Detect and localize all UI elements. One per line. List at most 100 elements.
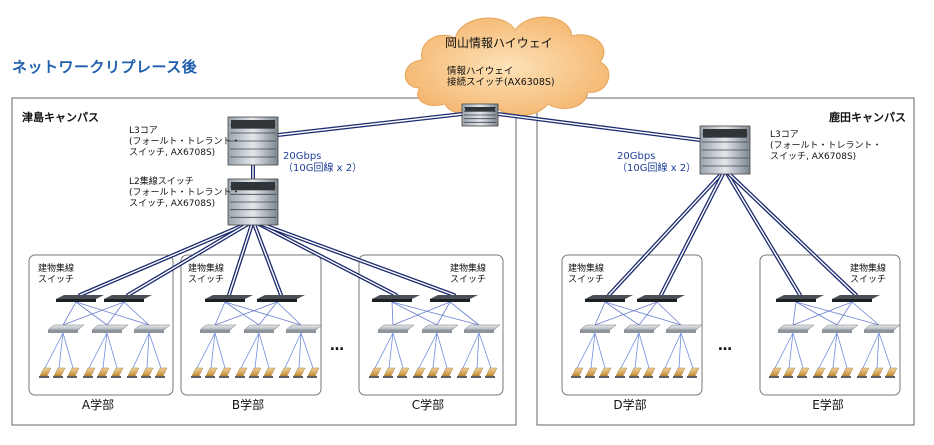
faculty-a-edge-switch [133, 324, 171, 333]
devices [39, 103, 901, 378]
faculty-b-edge-switch [199, 324, 237, 333]
faculty-a-pc [127, 367, 140, 378]
faculty-b-pc [263, 367, 276, 378]
faculty-c-pc-link [432, 332, 438, 369]
faculty-b-pc [235, 367, 248, 378]
fiber-link-aggregate-building [78, 219, 255, 297]
fiber-link-aggregate-building [227, 219, 255, 297]
faculty-label-b: B学部 [231, 398, 265, 412]
faculty-a-uplink [75, 301, 150, 326]
faculty-b-edge-switch [243, 324, 281, 333]
fiber-link-core-building [723, 168, 802, 297]
faculty-e-pc-link [876, 332, 880, 369]
faculty-e-pc [827, 367, 840, 378]
faculty-d-pc-link [590, 332, 596, 369]
building-switch-label: 建物集線 スイッチ [450, 264, 487, 285]
faculty-d-uplink [594, 301, 658, 326]
faculty-b-pc-link [196, 332, 216, 369]
building-switch-label: 建物集線 スイッチ [568, 264, 605, 285]
left-l3-core-switch [227, 116, 279, 166]
highway-connection-switch [461, 103, 499, 127]
faculty-d-pc [629, 367, 642, 378]
faculty-c-uplink [449, 301, 480, 326]
right-link-label: 20Gbps （10G回線 x 2） [617, 151, 697, 174]
faculty-a-pc-link [132, 332, 150, 369]
faculty-a-edge-switch [91, 324, 129, 333]
faculty-e-uplink [836, 301, 853, 326]
faculty-a-pc [111, 367, 124, 378]
faculty-b-pc [293, 367, 306, 378]
faculty-c-uplink [436, 301, 451, 326]
faculty-e-pc-link [862, 332, 880, 369]
faculty-c-pc-link [436, 332, 448, 369]
faculty-a-pc [53, 367, 66, 378]
faculty-a-building-switch [104, 295, 152, 302]
ellipsis-right: … [718, 338, 734, 354]
faculty-c-pc [383, 367, 396, 378]
faculty-b-pc [205, 367, 218, 378]
faculty-a-pc-link [148, 332, 162, 369]
fiber-link-aggregate-building [251, 219, 283, 297]
faculty-d-pc-link [678, 332, 682, 369]
cloud-switch-label: 情報ハイウェイ 接続スイッチ(AX6308S) [447, 66, 555, 88]
faculty-b-pc [219, 367, 232, 378]
faculty-d-pc-link [680, 332, 694, 369]
faculty-c-uplink [391, 301, 480, 326]
faculty-c-pc-link [478, 332, 492, 369]
faculty-e-pc-link [878, 332, 892, 369]
faculty-b-uplink [214, 301, 226, 326]
faculty-e-edge-switch [863, 324, 901, 333]
faculty-a-pc [155, 367, 168, 378]
faculty-e-edge-switch [821, 324, 859, 333]
faculty-e-pc-link [774, 332, 794, 369]
faculty-d-pc-link [576, 332, 596, 369]
faculty-c-pc-link [388, 332, 394, 369]
building-switch-label: 建物集線 スイッチ [188, 264, 225, 285]
faculty-e-uplink [792, 301, 853, 326]
faculty-d-uplink [604, 301, 640, 326]
faculty-c-building-switch [430, 295, 478, 302]
faculty-c-edge-switch [421, 324, 459, 333]
faculty-b-uplink [258, 301, 278, 326]
faculty-e-uplink [792, 301, 797, 326]
faculty-a-pc-link [106, 332, 118, 369]
faculty-b-uplink [276, 301, 302, 326]
faculty-c-pc [413, 367, 426, 378]
campus-name-shikata: 鹿田キャンパス [829, 111, 906, 124]
faculty-d-pc-link [638, 332, 650, 369]
faculty-c-pc-link [374, 332, 394, 369]
faculty-a-edge-switch [47, 324, 85, 333]
faculty-b-pc-link [240, 332, 260, 369]
faculty-e-pc-link [818, 332, 838, 369]
faculty-e-pc [797, 367, 810, 378]
fiber-links [44, 112, 892, 369]
faculty-e-pc [783, 367, 796, 378]
left-core-label: L3コア (フォールト・トレラント・ スイッチ, AX6708S) [129, 126, 241, 158]
cloud-title: 岡山情報ハイウェイ [445, 36, 553, 50]
faculty-b-pc [249, 367, 262, 378]
fiber-link-left-core-highway [276, 112, 464, 137]
faculty-b-uplink [224, 301, 260, 326]
faculty-c-pc [441, 367, 454, 378]
faculty-d-pc [615, 367, 628, 378]
faculty-b-pc-link [300, 332, 314, 369]
faculty-d-edge-switch [665, 324, 703, 333]
faculty-a-uplink [123, 301, 150, 326]
fiber-link-core-building [607, 168, 727, 297]
faculty-e-pc [871, 367, 884, 378]
fiber-link-core-building [659, 168, 727, 297]
faculty-e-pc [841, 367, 854, 378]
faculty-d-pc [659, 367, 672, 378]
faculty-d-pc-link [634, 332, 640, 369]
fiber-link-core-building [723, 168, 858, 297]
faculty-label-c: C学部 [411, 398, 445, 412]
building-switch-label: 建物集線 スイッチ [38, 264, 75, 285]
faculty-b-pc-link [210, 332, 216, 369]
faculty-e-uplink [795, 301, 880, 326]
faculty-e-pc [857, 367, 870, 378]
faculty-a-uplink [106, 301, 125, 326]
faculty-d-pc-link [620, 332, 640, 369]
faculty-e-pc [769, 367, 782, 378]
faculty-d-edge-switch [579, 324, 617, 333]
